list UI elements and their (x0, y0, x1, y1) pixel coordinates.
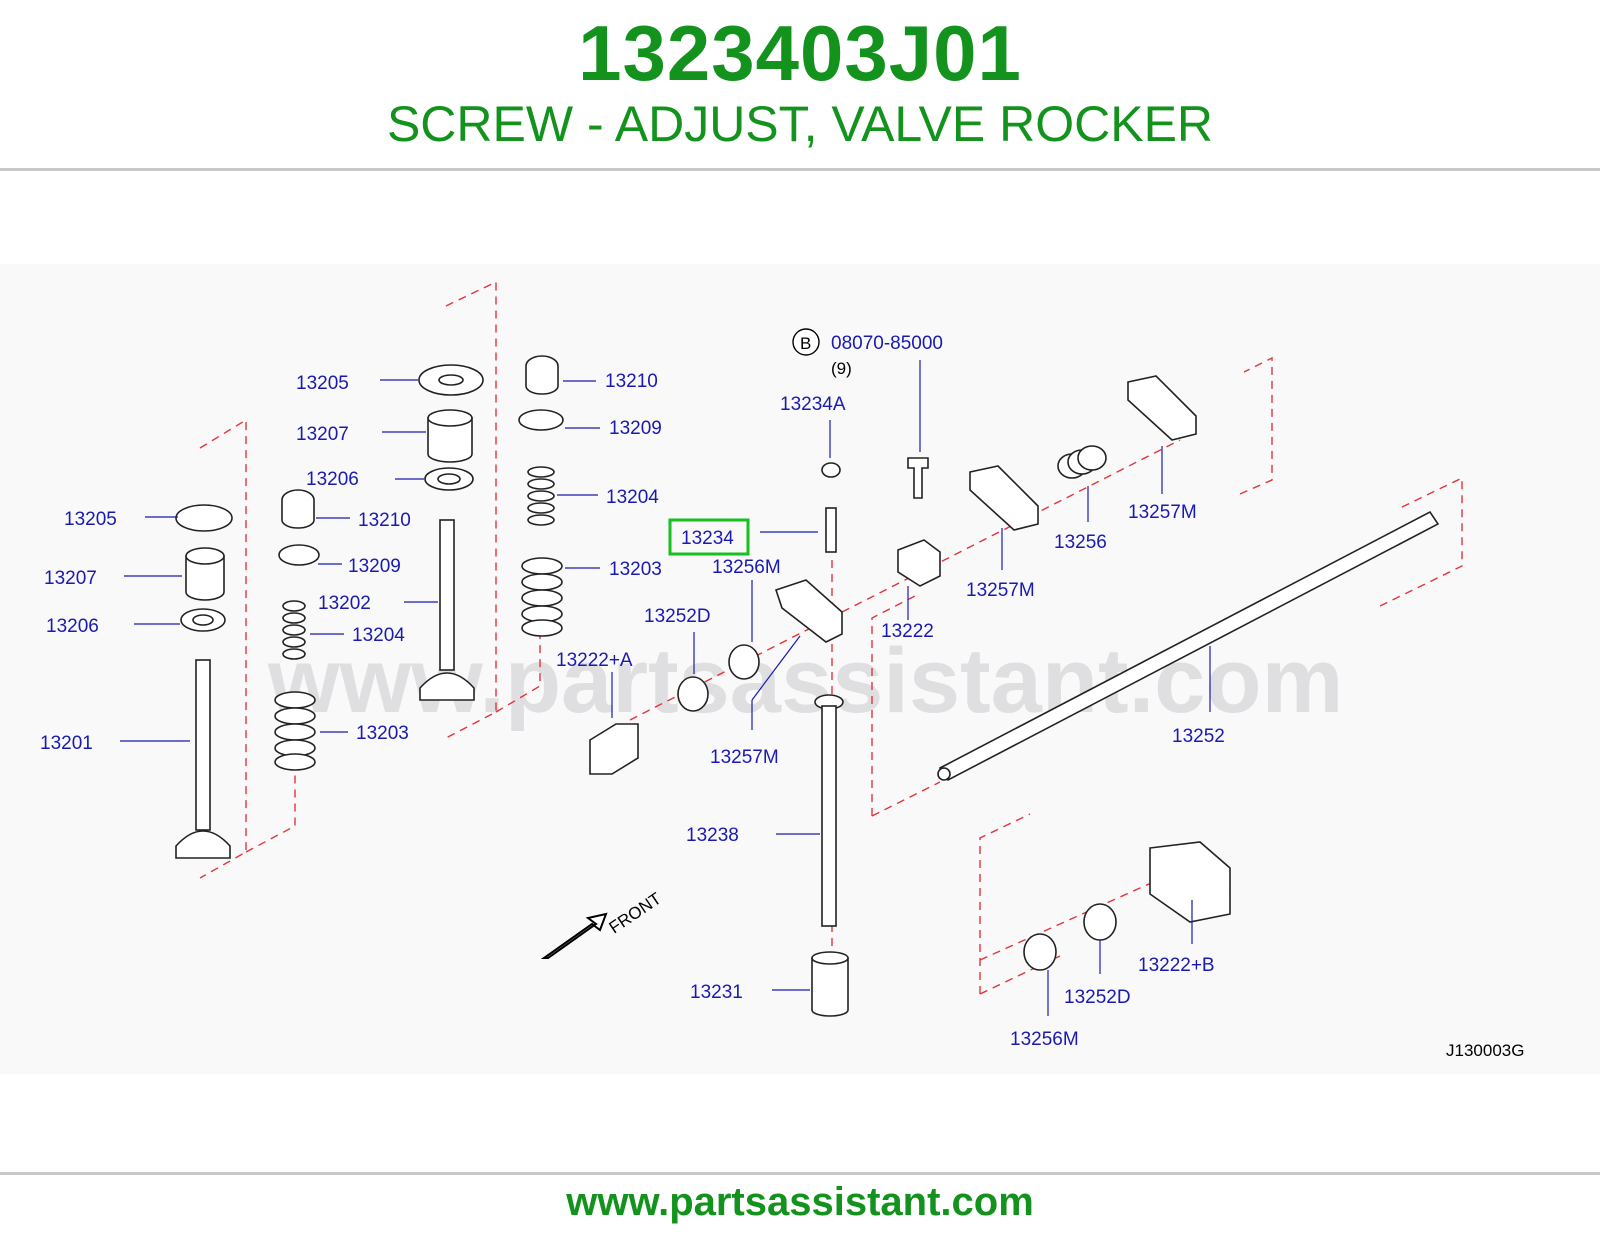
thrust-washer-a-icon (677, 676, 709, 712)
part-label[interactable]: 13210 (605, 371, 658, 392)
spring-washer-b-icon (1023, 933, 1057, 971)
exhaust-valve-icon (439, 519, 455, 671)
valve-seal-icon (427, 417, 473, 463)
front-label: FRONT (606, 889, 665, 937)
rocker-shaft-spring-icon (1057, 445, 1107, 479)
part-label[interactable]: 13207 (296, 424, 349, 445)
rocker-arm-b-icon (969, 465, 1039, 531)
rocker-arm-a-icon (774, 579, 843, 643)
leader-lines (120, 379, 1211, 1016)
front-arrow-icon: FRONT (540, 889, 665, 959)
part-label[interactable]: 13252 (1172, 726, 1225, 747)
part-label[interactable]: 13202 (318, 593, 371, 614)
highlight-box (668, 518, 750, 556)
part-label[interactable]: 13203 (356, 723, 409, 744)
valve-assembly-middle (274, 364, 484, 771)
spring-stack-right (518, 355, 564, 637)
part-label[interactable]: 13234A (780, 394, 846, 415)
adjust-screw-icon (825, 507, 837, 553)
part-label[interactable]: 13204 (352, 625, 405, 646)
part-label[interactable]: 13209 (348, 556, 401, 577)
bolt-callout: B 08070-85000 (9) (792, 328, 943, 452)
valve-cotter-icon (281, 489, 315, 529)
rocker-assembly (589, 375, 1440, 1017)
part-label[interactable]: 13256M (712, 557, 781, 578)
outer-spring-icon (521, 557, 563, 637)
rocker-bracket-b-icon (1149, 841, 1231, 923)
part-label[interactable]: 13231 (690, 982, 743, 1003)
part-label[interactable]: 13256 (1054, 532, 1107, 553)
rocker-bracket-icon (897, 539, 941, 587)
inner-spring-icon (282, 600, 306, 660)
part-label[interactable]: 13207 (44, 568, 97, 589)
part-label[interactable]: 13257M (710, 747, 779, 768)
spring-washer-a-icon (728, 644, 760, 680)
lock-nut-icon (821, 462, 841, 478)
part-label[interactable]: 13256M (1010, 1029, 1079, 1050)
intake-valve-icon (195, 659, 211, 831)
footer-url[interactable]: www.partsassistant.com (566, 1180, 1034, 1224)
part-label[interactable]: 13222 (881, 621, 934, 642)
highlighted-part-label[interactable]: 13234 (681, 528, 734, 549)
rocker-bracket-a-icon (589, 723, 639, 775)
part-description: SCREW - ADJUST, VALVE ROCKER (386, 96, 1214, 152)
push-rod-icon (821, 705, 837, 927)
bolt-part-number[interactable]: 08070-85000 (831, 333, 943, 354)
bolt-quantity: (9) (831, 359, 852, 378)
diagram-code: J130003G (1446, 1041, 1524, 1060)
part-label[interactable]: 13252D (1064, 987, 1131, 1008)
part-label[interactable]: 13206 (46, 616, 99, 637)
spring-retainer-icon (175, 504, 233, 532)
valve-lifter-icon (811, 957, 849, 1017)
inner-spring-icon (527, 466, 555, 526)
part-labels: 13205 13207 13206 13201 13205 13207 1320… (40, 371, 1524, 1060)
bolt-callout-letter: B (800, 334, 811, 353)
part-label[interactable]: 13205 (64, 509, 117, 530)
page-header: 1323403J01 SCREW - ADJUST, VALVE ROCKER (0, 0, 1600, 170)
part-label[interactable]: 13222+A (556, 650, 633, 671)
part-label[interactable]: 13257M (966, 580, 1035, 601)
part-label[interactable]: 13203 (609, 559, 662, 580)
part-label[interactable]: 13222+B (1138, 955, 1215, 976)
spring-seat-small-icon (518, 409, 564, 431)
thrust-washer-b-icon (1083, 903, 1117, 941)
spring-seat-small-icon (278, 544, 320, 566)
rocker-arm-c-icon (1127, 375, 1197, 441)
part-label[interactable]: 13204 (606, 487, 659, 508)
part-label[interactable]: 13238 (686, 825, 739, 846)
part-label[interactable]: 13257M (1128, 502, 1197, 523)
part-label[interactable]: 13210 (358, 510, 411, 531)
valve-cotter-icon (525, 355, 559, 395)
footer-divider (0, 1172, 1600, 1175)
part-number-title: 1323403J01 (578, 9, 1022, 97)
outer-spring-icon (274, 691, 316, 771)
part-label[interactable]: 13205 (296, 373, 349, 394)
part-label[interactable]: 13201 (40, 733, 93, 754)
valve-assembly-left (175, 504, 233, 859)
header-divider (0, 168, 1600, 171)
part-label[interactable]: 13209 (609, 418, 662, 439)
parts-diagram-panel (0, 264, 1600, 1074)
part-label[interactable]: 13206 (306, 469, 359, 490)
valve-seal-icon (185, 555, 225, 601)
part-label[interactable]: 13252D (644, 606, 711, 627)
bolt-icon (907, 457, 929, 499)
